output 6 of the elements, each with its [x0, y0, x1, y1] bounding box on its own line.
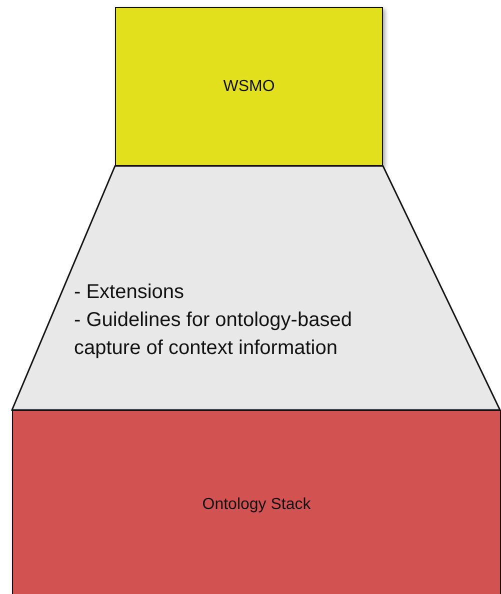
- box-label: Ontology Stack: [202, 496, 311, 514]
- bullet-text: - Guidelines for ontology-based capture of context information: [74, 308, 353, 361]
- title-box: [115, 7, 383, 166]
- stack-box: [12, 410, 501, 594]
- box-label: WSMO: [223, 78, 275, 96]
- bullet-text: - Extensions: [74, 280, 186, 305]
